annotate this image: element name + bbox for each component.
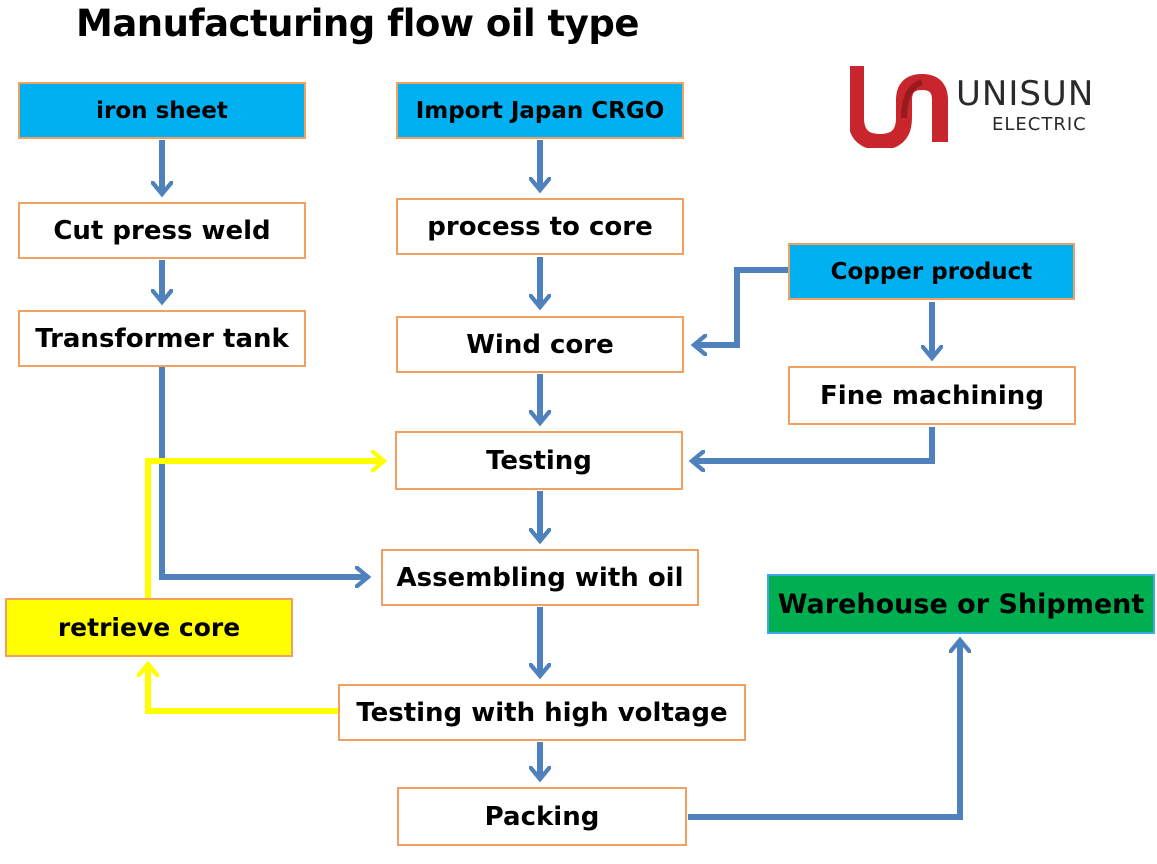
node-assembling-with-oil: Assembling with oil bbox=[381, 549, 699, 606]
node-warehouse-or-shipment: Warehouse or Shipment bbox=[767, 574, 1155, 634]
node-fine-machining: Fine machining bbox=[788, 366, 1076, 425]
logo-subtitle: ELECTRIC bbox=[992, 114, 1087, 135]
page-title: Manufacturing flow oil type bbox=[76, 2, 639, 45]
node-packing: Packing bbox=[397, 787, 687, 846]
node-iron-sheet: iron sheet bbox=[18, 82, 306, 139]
node-process-to-core: process to core bbox=[396, 198, 684, 255]
node-import-crgo: Import Japan CRGO bbox=[396, 82, 684, 139]
logo-brand: UNISUN bbox=[956, 74, 1095, 114]
arrow-tank-to-assembling bbox=[159, 367, 368, 577]
arrow-retrieve-to-testing bbox=[145, 461, 384, 598]
node-copper-product: Copper product bbox=[788, 243, 1075, 300]
node-transformer-tank: Transformer tank bbox=[18, 310, 306, 367]
unisun-logo-icon bbox=[850, 66, 948, 148]
node-testing: Testing bbox=[395, 431, 683, 490]
node-wind-core: Wind core bbox=[396, 316, 684, 373]
node-cut-press-weld: Cut press weld bbox=[18, 202, 306, 259]
node-testing-high-voltage: Testing with high voltage bbox=[338, 684, 746, 741]
arrow-packing-to-warehouse bbox=[688, 640, 960, 820]
node-retrieve-core: retrieve core bbox=[5, 598, 293, 657]
arrow-hv-to-retrieve bbox=[148, 664, 338, 714]
arrow-fine-to-testing bbox=[692, 427, 935, 461]
arrow-copper-to-wind bbox=[694, 267, 788, 345]
